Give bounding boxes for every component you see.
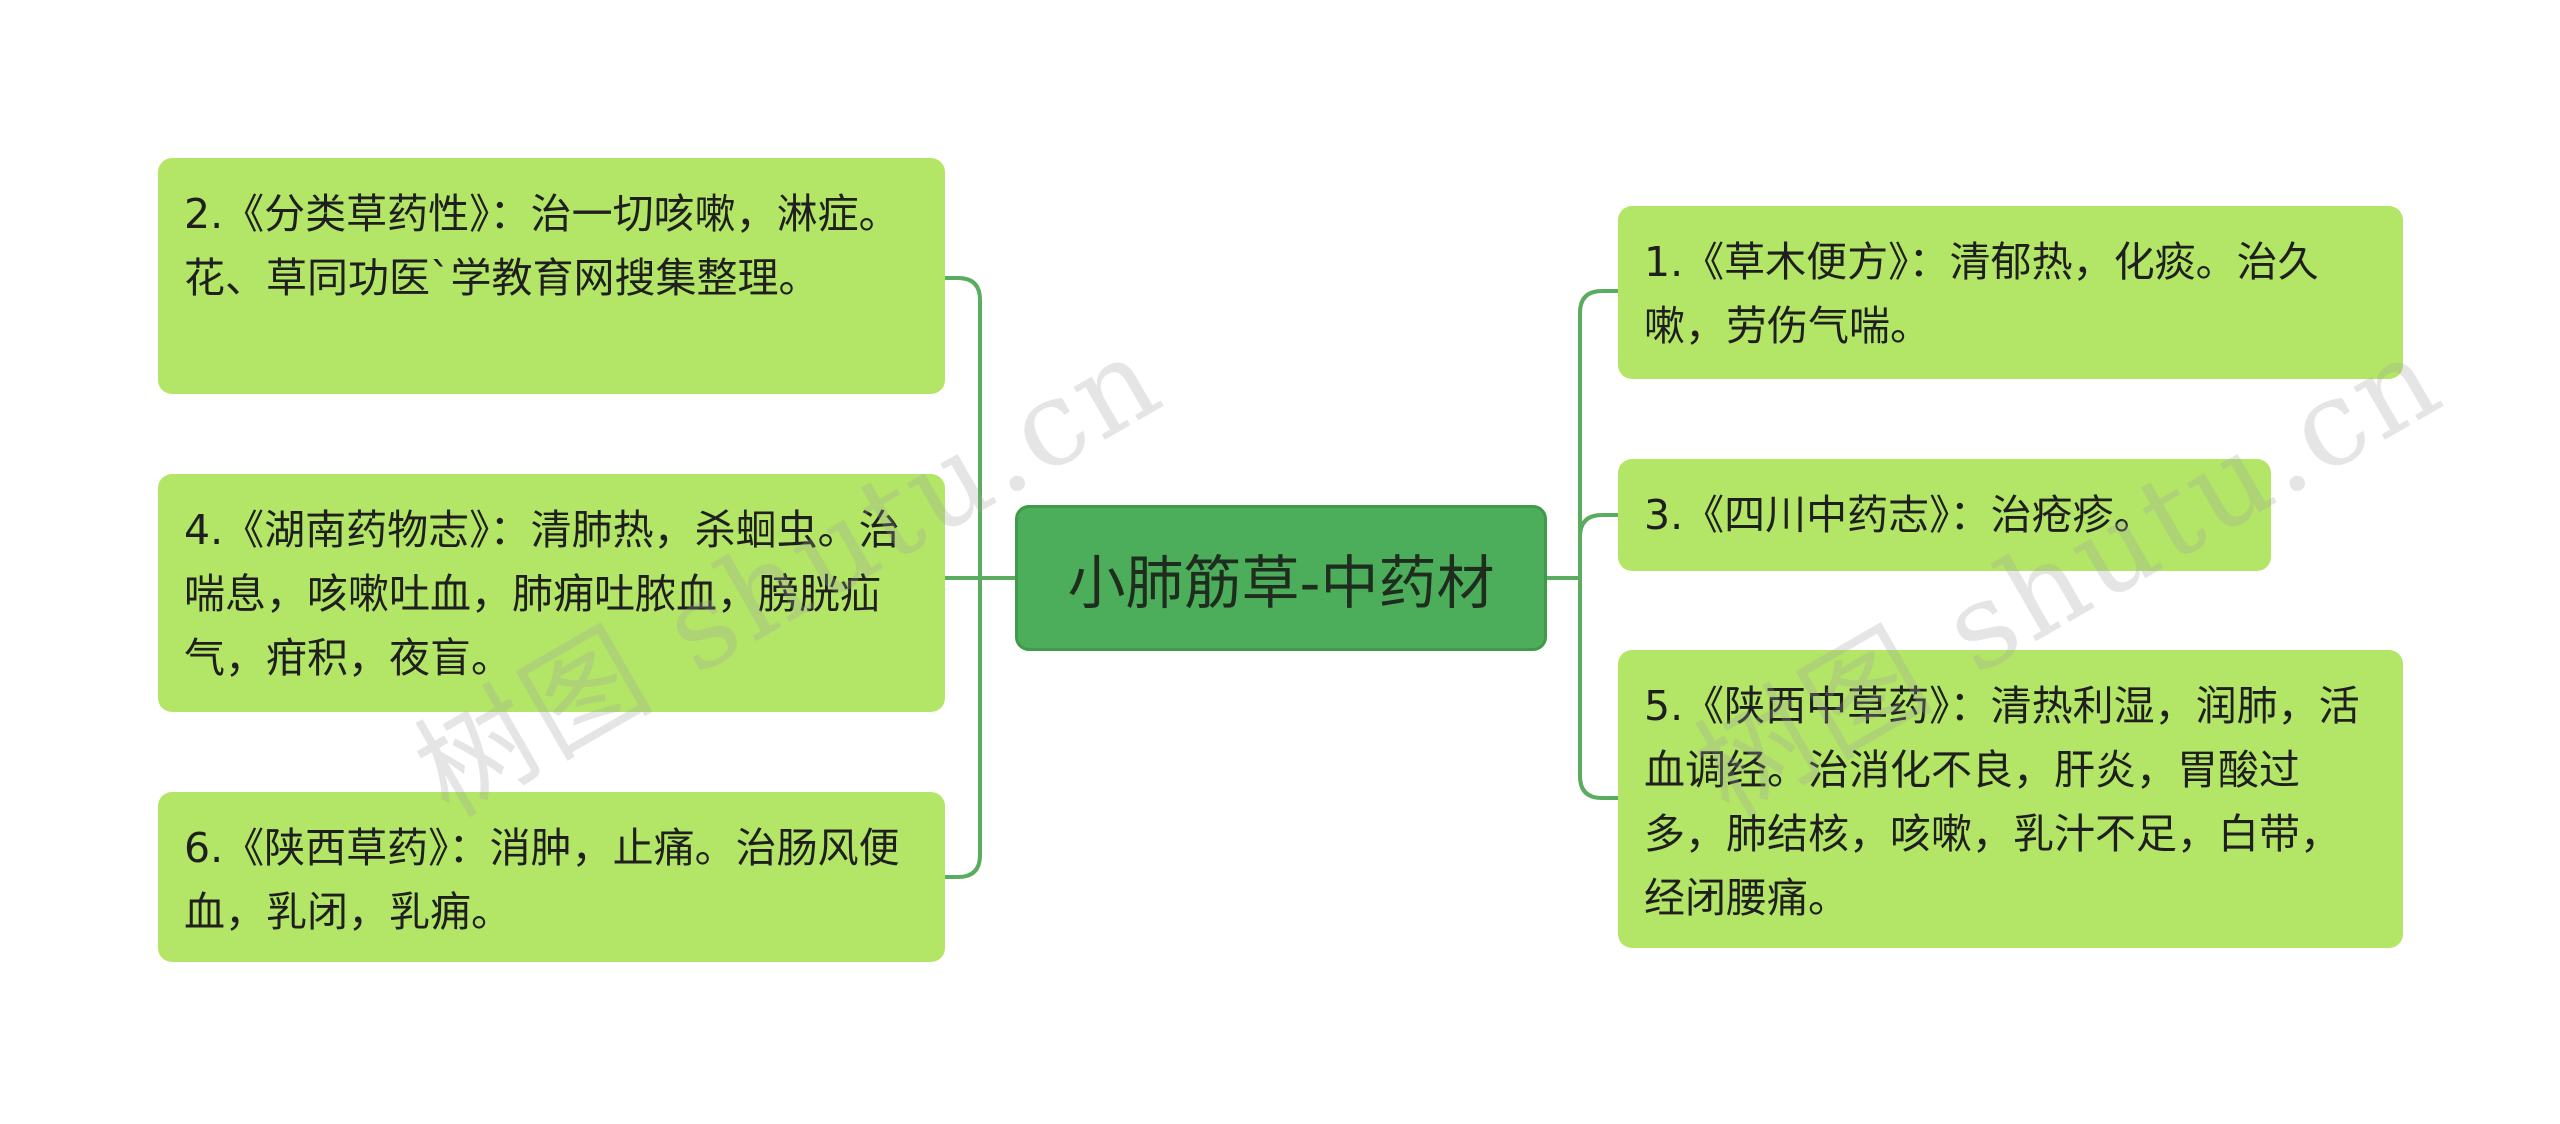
branch-node-text: 1.《草木便方》：清郁热，化痰。治久嗽，劳伤气喘。 — [1644, 238, 2319, 350]
branch-node-text: 3.《四川中药志》：治疮疹。 — [1644, 491, 2155, 539]
branch-node-right-1[interactable]: 1.《草木便方》：清郁热，化痰。治久嗽，劳伤气喘。 — [1618, 206, 2403, 379]
connector-right-3 — [1578, 578, 1618, 800]
branch-node-left-1[interactable]: 2.《分类草药性》：治一切咳嗽，淋症。花、草同功医`学教育网搜集整理。 — [158, 158, 945, 394]
central-topic[interactable]: 小肺筋草-中药材 — [1015, 505, 1547, 651]
connector-left-3 — [945, 578, 982, 879]
central-topic-label: 小肺筋草-中药材 — [1067, 549, 1495, 617]
branch-node-text: 5.《陕西中草药》：清热利湿，润肺，活血调经。治消化不良，肝炎，胃酸过多，肺结核… — [1644, 682, 2360, 922]
branch-node-right-2[interactable]: 3.《四川中药志》：治疮疹。 — [1618, 459, 2271, 571]
branch-node-text: 2.《分类草药性》：治一切咳嗽，淋症。花、草同功医`学教育网搜集整理。 — [184, 190, 900, 302]
connector-right-1 — [1545, 289, 1618, 580]
branch-node-left-3[interactable]: 6.《陕西草药》：消肿，止痛。治肠风便血，乳闭，乳痈。 — [158, 792, 945, 962]
branch-node-text: 6.《陕西草药》：消肿，止痛。治肠风便血，乳闭，乳痈。 — [184, 824, 900, 936]
branch-node-right-3[interactable]: 5.《陕西中草药》：清热利湿，润肺，活血调经。治消化不良，肝炎，胃酸过多，肺结核… — [1618, 650, 2403, 948]
branch-node-left-2[interactable]: 4.《湖南药物志》：清肺热，杀蛔虫。治喘息，咳嗽吐血，肺痈吐脓血，膀胱疝气，疳积… — [158, 474, 945, 712]
branch-node-text: 4.《湖南药物志》：清肺热，杀蛔虫。治喘息，咳嗽吐血，肺痈吐脓血，膀胱疝气，疳积… — [184, 506, 900, 682]
connector-left-1 — [945, 276, 1015, 580]
connector-right-2 — [1578, 513, 1618, 578]
